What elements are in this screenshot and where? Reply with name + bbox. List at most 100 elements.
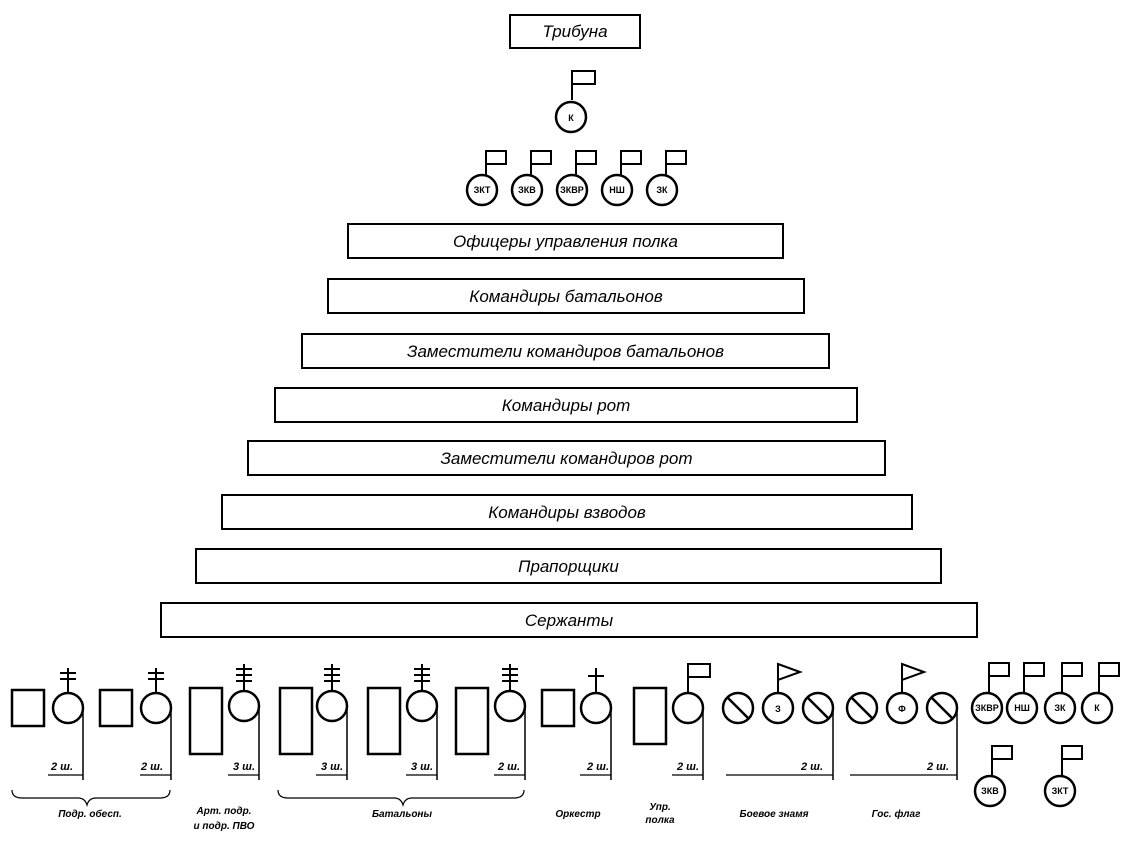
right-officer-row2-2: ЗКТ <box>1043 745 1083 808</box>
unit-support-2 <box>98 668 173 780</box>
step-label: 2 ш. <box>140 761 163 773</box>
deputy-circle <box>600 173 634 207</box>
rank-row-label: Заместители командиров рот <box>440 449 692 468</box>
flag-icon <box>687 663 711 678</box>
flag-icon <box>1061 662 1083 677</box>
flag-icon <box>530 150 552 165</box>
group-label-battalions: Батальоны <box>372 809 433 820</box>
unit-battalion-1 <box>278 664 349 780</box>
rank-row-3: Заместители командиров батальонов <box>301 333 830 369</box>
unit-battalion-2 <box>366 664 439 780</box>
group-label-command-1: Упр. <box>649 802 671 813</box>
right-officer-label: ЗКВР <box>975 703 999 713</box>
rank-row-label: Прапорщики <box>518 557 619 576</box>
unit-artillery <box>188 664 261 780</box>
rank-row-label: Сержанты <box>525 611 614 630</box>
bracket-support <box>11 789 171 808</box>
tribune: Трибуна <box>509 14 641 49</box>
step-label: 3 ш. <box>411 761 433 773</box>
rank-row-1: Офицеры управления полка <box>347 223 784 259</box>
rank-row-5: Заместители командиров рот <box>247 440 886 476</box>
right-officer-3: ЗК <box>1043 662 1083 725</box>
right-officer-4: К <box>1080 662 1120 725</box>
step-label: 2 ш. <box>676 761 699 773</box>
right-officer-label: К <box>1094 703 1100 713</box>
group-label-artillery-2: и подр. ПВО <box>194 821 255 832</box>
group-label-artillery-1: Арт. подр. <box>196 806 252 817</box>
right-officer-label: ЗКВ <box>981 786 999 796</box>
right-officer-label: НШ <box>1014 703 1030 713</box>
flag-icon <box>1023 662 1045 677</box>
flag-icon <box>1098 662 1120 677</box>
deputy-circle <box>555 173 589 207</box>
commander-circle <box>554 100 588 134</box>
rank-row-4: Командиры рот <box>274 387 858 423</box>
rank-row-6: Командиры взводов <box>221 494 913 530</box>
rank-row-7: Прапорщики <box>195 548 942 584</box>
state-flag-mark: Ф <box>898 704 906 714</box>
rank-row-label: Командиры взводов <box>488 503 646 522</box>
rank-row-label: Командиры батальонов <box>469 287 663 306</box>
deputy-1: ЗКТ <box>465 150 507 207</box>
rank-row-label: Офицеры управления полка <box>453 232 678 251</box>
deputies-row: ЗКТ ЗКВ ЗКВР НШ ЗК <box>465 150 687 207</box>
right-officer-row2-1: ЗКВ <box>973 745 1013 808</box>
group-label-command-2: полка <box>645 815 675 826</box>
unit-regiment-command <box>632 663 711 780</box>
battle-banner-mark: З <box>775 704 781 714</box>
deputy-label: НШ <box>609 185 625 195</box>
right-officer-label: ЗКТ <box>1052 786 1069 796</box>
deputy-circle <box>645 173 679 207</box>
tribune-label: Трибуна <box>542 22 607 41</box>
deputy-3: ЗКВР <box>555 150 597 207</box>
step-label: 2 ш. <box>50 761 73 773</box>
step-label: 2 ш. <box>497 761 520 773</box>
rank-row-2: Командиры батальонов <box>327 278 805 314</box>
flag-icon <box>1061 745 1083 760</box>
flag-icon <box>991 745 1013 760</box>
right-officer-label: ЗК <box>1054 703 1066 713</box>
deputy-4: НШ <box>600 150 642 207</box>
rank-row-label: Заместители командиров батальонов <box>407 342 724 361</box>
group-label-orchestra: Оркестр <box>555 809 600 820</box>
bracket-battalions <box>277 789 525 808</box>
commander-label: К <box>568 113 574 123</box>
unit-state-flag: Ф <box>845 662 959 780</box>
pennant-icon <box>777 662 803 682</box>
unit-orchestra <box>540 668 613 780</box>
right-commanders-group: ЗКВР НШ ЗК К ЗКВ ЗКТ <box>970 662 1120 808</box>
group-label-state-flag: Гос. флаг <box>872 808 921 820</box>
flag-icon <box>485 150 507 165</box>
deputy-5: ЗК <box>645 150 687 207</box>
right-officer-2: НШ <box>1005 662 1045 725</box>
unit-support-1 <box>10 668 85 780</box>
unit-battalion-3 <box>454 664 527 780</box>
flag-icon <box>988 662 1010 677</box>
deputy-2: ЗКВ <box>510 150 552 207</box>
deputy-circle <box>510 173 544 207</box>
flag-icon <box>571 70 596 85</box>
deputy-label: ЗКВР <box>560 185 584 195</box>
group-label-battle-banner: Боевое знамя <box>740 809 809 820</box>
right-officer-1: ЗКВР <box>970 662 1010 725</box>
deputy-circle <box>465 173 499 207</box>
bottom-formation: З Ф ЗКВР НШ ЗК К ЗКВ ЗКТ 2 ш. 2 ш. <box>10 662 1120 832</box>
unit-battle-banner: З <box>721 662 835 780</box>
pennant-icon <box>901 662 927 682</box>
deputy-label: ЗК <box>656 185 668 195</box>
group-label-support: Подр. обесп. <box>58 808 122 820</box>
step-label: 2 ш. <box>586 761 609 773</box>
flag-icon <box>575 150 597 165</box>
rank-row-label: Командиры рот <box>502 396 631 415</box>
step-label: 3 ш. <box>321 761 343 773</box>
step-markers: 2 ш. 2 ш. 3 ш. 3 ш. 3 ш. 2 ш. 2 ш. 2 ш. … <box>48 761 957 776</box>
commander: К <box>554 70 596 134</box>
deputy-label: ЗКВ <box>518 185 536 195</box>
step-label: 3 ш. <box>233 761 255 773</box>
rank-row-8: Сержанты <box>160 602 978 638</box>
flag-icon <box>620 150 642 165</box>
flag-icon <box>665 150 687 165</box>
